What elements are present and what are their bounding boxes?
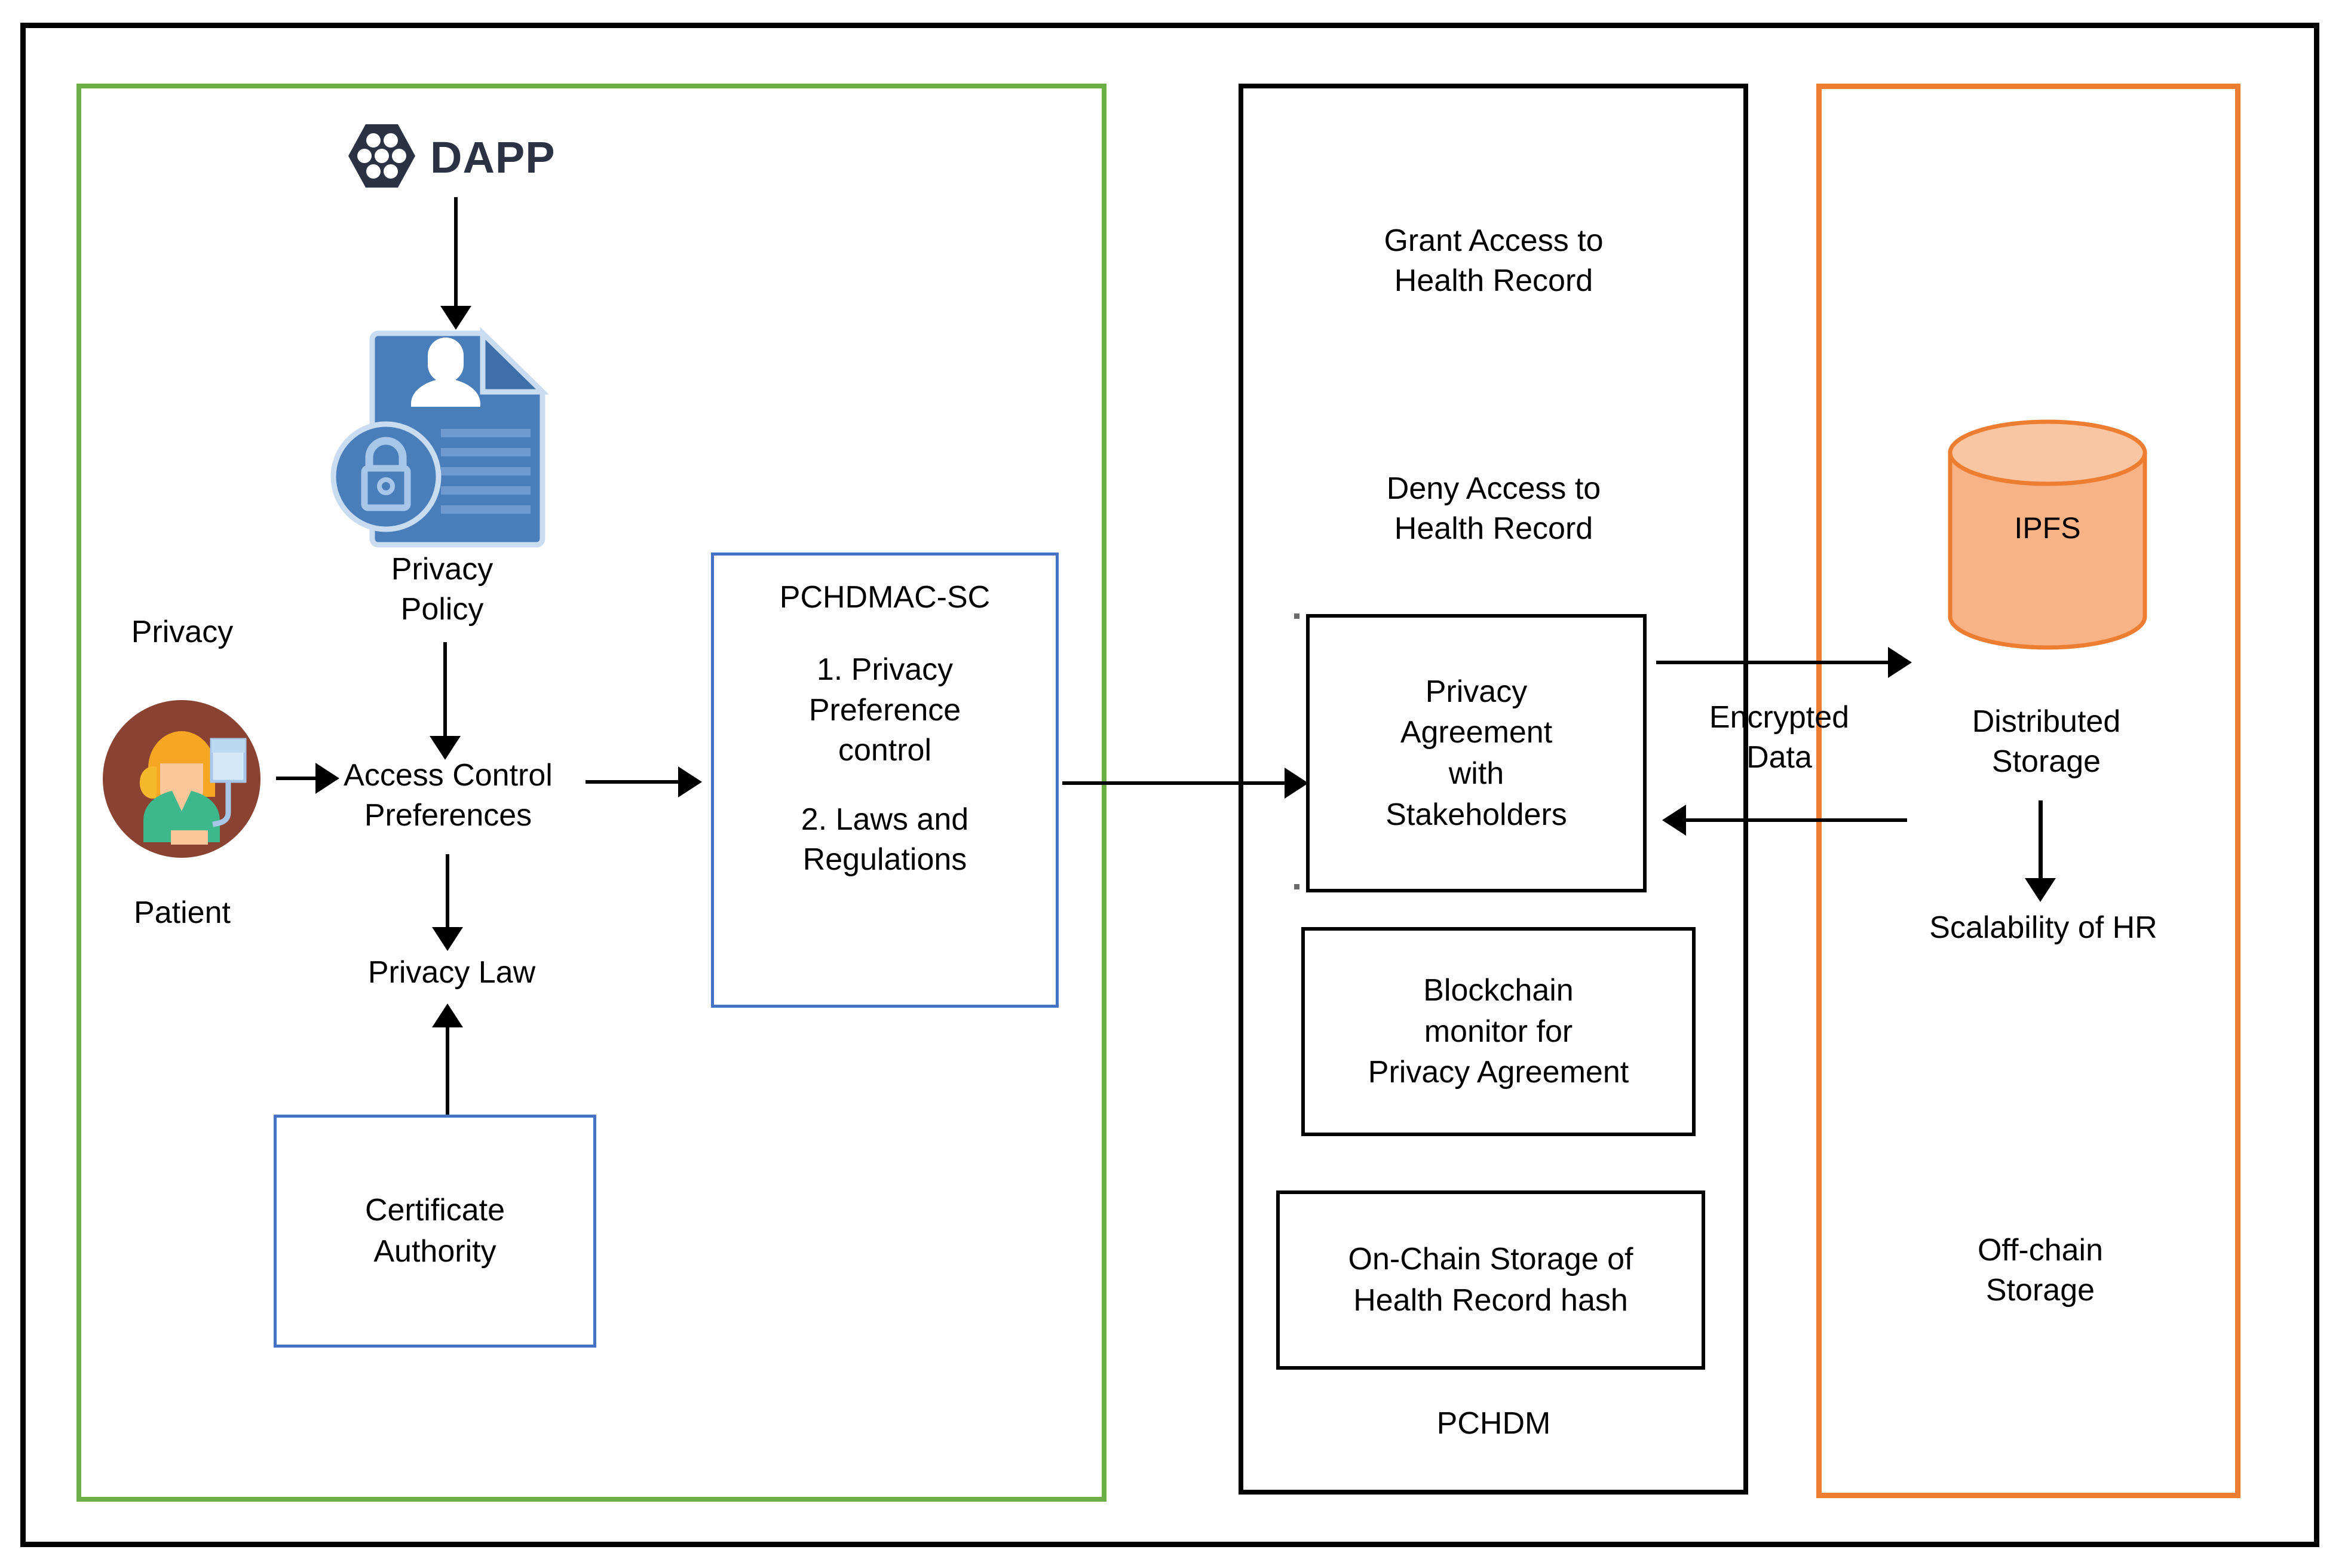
privacy-policy-label: Privacy Policy	[391, 552, 494, 627]
arrow-ca-to-law-head	[432, 1004, 463, 1027]
arrow-ipfs-to-agreement-head	[1662, 805, 1686, 836]
encrypted-data-label: Encrypted Data	[1709, 700, 1850, 775]
selection-handle-bottom	[1294, 884, 1299, 889]
off-chain-storage-panel	[1816, 84, 2240, 1498]
grant-access-label: Grant Access to Health Record	[1384, 223, 1604, 298]
scalability-of-hr-label: Scalability of HR	[1929, 910, 2157, 945]
arrow-patient-to-access-head	[315, 763, 339, 794]
on-chain-user-panel	[76, 84, 1106, 1502]
arrow-policy-to-access-head	[430, 736, 461, 760]
arrow-access-to-law-head	[432, 927, 463, 951]
arrow-ipfs-to-agreement-line	[1685, 818, 1907, 822]
arrow-access-to-sc-head	[678, 766, 702, 797]
pchdmac-sc-title: PCHDMAC-SC	[779, 580, 991, 615]
privacy-label: Privacy	[131, 615, 234, 649]
distributed-storage-label: Distributed Storage	[1972, 704, 2121, 779]
arrow-storage-to-scalability-line	[2039, 800, 2043, 890]
access-control-preferences-label: Access Control Preferences	[344, 758, 553, 833]
pchdmac-sc-box[interactable]: PCHDMAC-SC 1. Privacy Preference control…	[711, 553, 1059, 1008]
ipfs-cylinder-icon	[1943, 418, 2152, 651]
arrow-storage-to-scalability-head	[2025, 878, 2056, 902]
selection-handle-top	[1294, 613, 1299, 619]
arrow-access-to-sc-line	[586, 780, 682, 784]
pchdm-panel	[1239, 84, 1748, 1495]
pchdmac-sc-item-2: 2. Laws and Regulations	[801, 802, 969, 877]
diagram-outer-frame	[20, 23, 2319, 1547]
arrow-ca-to-law-line	[446, 1008, 449, 1116]
dapp-logo: DAPP	[347, 122, 556, 192]
arrow-access-to-law-line	[446, 854, 449, 941]
privacy-agreement-box[interactable]: Privacy Agreement with Stakeholders	[1306, 614, 1647, 892]
on-chain-storage-box[interactable]: On-Chain Storage of Health Record hash	[1276, 1190, 1705, 1370]
arrow-dapp-to-policy-head	[440, 306, 471, 330]
deny-access-label: Deny Access to Health Record	[1386, 471, 1601, 546]
dapp-label: DAPP	[430, 133, 556, 182]
arrow-agreement-to-ipfs-line	[1656, 661, 1901, 664]
privacy-policy-document-icon	[321, 323, 560, 550]
arrow-sc-to-agreement-head	[1285, 768, 1308, 799]
patient-avatar-icon	[100, 698, 263, 860]
pchdmac-sc-item-1: 1. Privacy Preference control	[808, 652, 961, 768]
arrow-agreement-to-ipfs-head	[1888, 647, 1912, 678]
dapp-hexagon-icon	[347, 122, 417, 192]
certificate-authority-box[interactable]: Certificate Authority	[274, 1115, 596, 1348]
off-chain-storage-label: Off-chain Storage	[1977, 1233, 2104, 1308]
arrow-patient-to-access-line	[276, 777, 318, 780]
pchdm-caption: PCHDM	[1436, 1406, 1551, 1441]
privacy-law-label: Privacy Law	[367, 955, 536, 990]
arrow-dapp-to-policy-line	[454, 197, 458, 314]
blockchain-monitor-box[interactable]: Blockchain monitor for Privacy Agreement	[1301, 927, 1696, 1136]
patient-label: Patient	[134, 895, 231, 930]
arrow-policy-to-access-line	[443, 642, 447, 744]
ipfs-label: IPFS	[2014, 511, 2081, 545]
arrow-sc-to-agreement-line	[1062, 781, 1301, 785]
